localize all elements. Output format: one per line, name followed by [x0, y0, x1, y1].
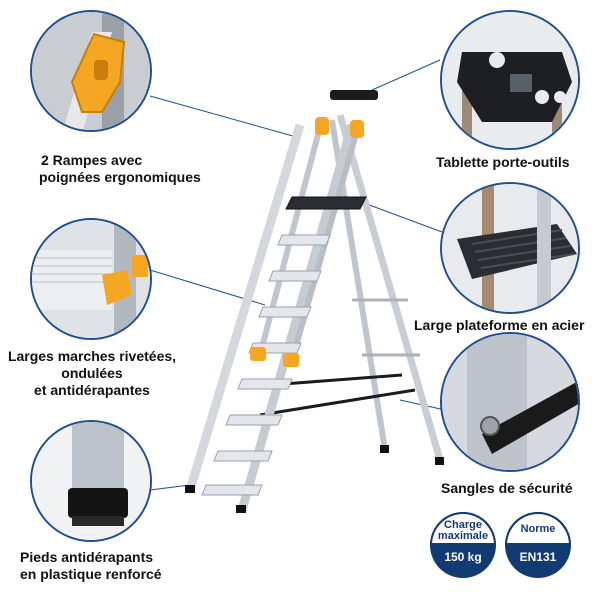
strap-icon	[482, 381, 578, 454]
detail-circle-feet	[30, 420, 152, 542]
label-steps-line3: et antidérapantes	[34, 382, 150, 398]
connector-handrails	[149, 95, 301, 139]
tool-tray	[330, 90, 378, 100]
label-feet-line2: en plastique renforcé	[20, 566, 162, 582]
badge-max-load-value: 150 kg	[444, 550, 482, 564]
badge-max-load-title-line2: maximale	[437, 530, 489, 542]
orange-handle	[315, 117, 329, 135]
label-steps-line1: Larges marches rivetées,	[7, 348, 177, 364]
rear-leg-right	[336, 114, 444, 461]
label-platform: Large plateforme en acier	[414, 317, 585, 333]
step-bracket-icon	[102, 270, 132, 305]
platform	[285, 196, 367, 210]
connector-platform	[363, 202, 443, 233]
label-handrails-line2: poignées ergonomiques	[39, 169, 201, 185]
badge-norm: Norme EN131	[505, 512, 571, 578]
label-feet: Pieds antidérapants en plastique renforc…	[20, 549, 162, 583]
label-handrails-line1: 2 Rampes avec	[41, 152, 143, 168]
detail-circle-steps	[30, 218, 152, 340]
badge-norm-value: EN131	[519, 550, 557, 564]
connector-feet	[149, 484, 191, 491]
safety-strap	[259, 388, 416, 417]
detail-circle-platform	[440, 182, 580, 314]
foot-icon	[68, 488, 128, 518]
connector-tray	[371, 59, 441, 91]
steps	[201, 234, 331, 496]
label-tool-tray: Tablette porte-outils	[436, 154, 570, 170]
detail-circle-handrails	[30, 10, 152, 132]
label-steps-line2: ondulées	[61, 365, 123, 381]
label-straps: Sangles de sécurité	[441, 480, 573, 496]
rivet-icon	[480, 416, 500, 436]
label-feet-line1: Pieds antidérapants	[20, 549, 154, 565]
label-steps: Larges marches rivetées, ondulées et ant…	[6, 348, 178, 399]
detail-circle-tool-tray	[440, 10, 580, 150]
badge-max-load: Charge maximale 150 kg	[430, 512, 496, 578]
badge-max-load-title-line1: Charge	[444, 519, 482, 531]
front-stile-left	[185, 123, 305, 492]
ladder-illustration	[185, 90, 444, 513]
label-handrails: 2 Rampes avec poignées ergonomiques	[39, 152, 201, 186]
detail-circle-straps	[440, 332, 580, 472]
